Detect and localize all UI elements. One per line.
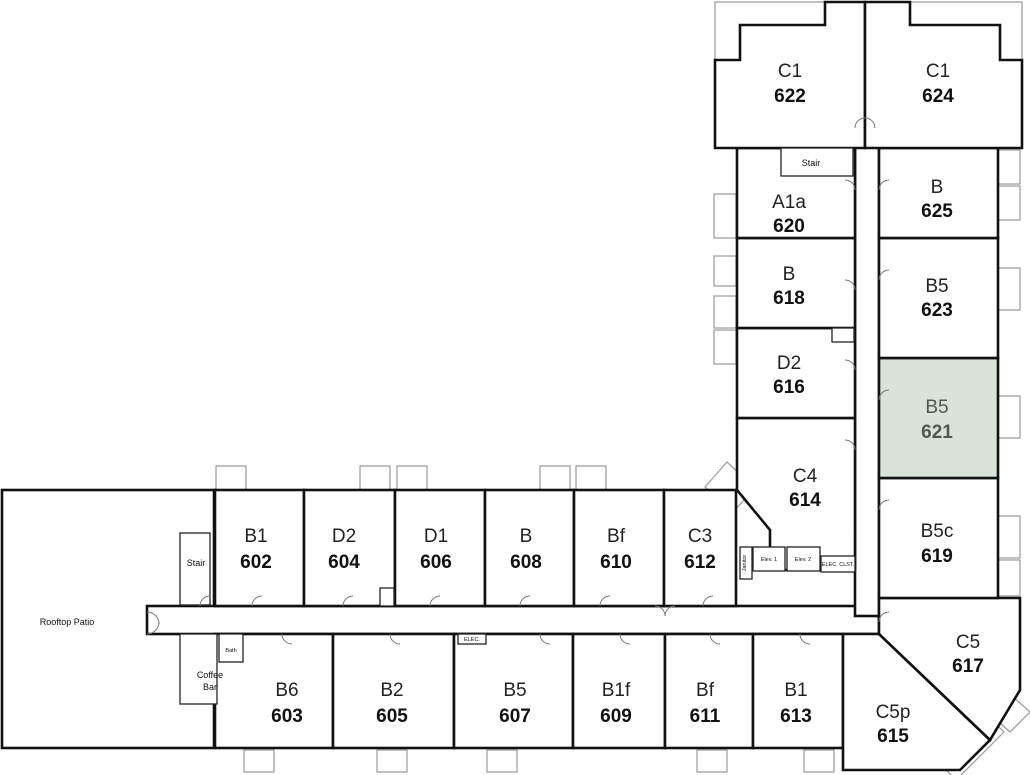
unit-625-room[interactable] [877, 146, 1000, 240]
unit-621-room[interactable] [877, 356, 1000, 480]
unit-611-room[interactable] [663, 632, 755, 750]
unit-618-type: B [783, 264, 796, 285]
unit-605-type: B2 [380, 680, 403, 701]
unit-604-room[interactable] [302, 488, 397, 608]
coffee-bar-room [179, 633, 218, 705]
unit-622-number: 622 [774, 86, 806, 107]
elec-room [457, 633, 487, 645]
unit-622-type: C1 [778, 61, 802, 82]
unit-620-type: A1a [772, 192, 806, 213]
shaft [379, 587, 395, 607]
bath-room [218, 633, 244, 663]
unit-625-number: 625 [921, 201, 953, 222]
unit-623-type: B5 [925, 276, 948, 297]
unit-611-type: Bf [696, 680, 715, 701]
unit-605-room[interactable] [331, 632, 456, 750]
unit-609-type: B1f [602, 680, 631, 701]
unit-619-number: 619 [921, 546, 953, 567]
unit-606-room[interactable] [393, 488, 487, 608]
unit-618-number: 618 [773, 288, 805, 309]
unit-624-number: 624 [922, 86, 954, 107]
unit-610-room[interactable] [572, 488, 666, 608]
unit-606-number: 606 [420, 552, 452, 573]
unit-606-type: D1 [424, 526, 448, 547]
unit-612-number: 612 [684, 552, 716, 573]
unit-616-type: D2 [777, 353, 801, 374]
unit-614-type: C4 [793, 466, 818, 487]
unit-623-number: 623 [921, 300, 953, 321]
elev-2-label: Elev. 2 [795, 557, 811, 563]
janitor-label: Janitor [742, 555, 748, 572]
unit-602-number: 602 [240, 552, 272, 573]
janitor-closet [739, 546, 753, 580]
rooftop-patio-label: Rooftop Patio [40, 617, 95, 627]
stair-west [179, 532, 211, 606]
unit-605-number: 605 [376, 706, 408, 727]
unit-607-type: B5 [503, 680, 526, 701]
unit-613-number: 613 [780, 706, 812, 727]
unit-615-room[interactable] [841, 632, 992, 772]
unit-608-type: B [520, 526, 533, 547]
elevator-2[interactable] [786, 546, 821, 572]
unit-609-number: 609 [600, 706, 632, 727]
unit-616-number: 616 [773, 377, 805, 398]
coffee-bar-label-2: Bar [203, 682, 217, 692]
unit-608-room[interactable] [483, 488, 576, 608]
unit-624-type: C1 [926, 61, 950, 82]
unit-615-number: 615 [877, 726, 909, 747]
unit-613-type: B1 [784, 680, 807, 701]
unit-604-number: 604 [328, 552, 360, 573]
unit-603-number: 603 [271, 706, 303, 727]
doors [146, 117, 890, 645]
unit-625-type: B [931, 177, 944, 198]
unit-612-type: C3 [688, 526, 712, 547]
stair-north-label: Stair [802, 158, 821, 168]
unit-621-type: B5 [925, 397, 948, 418]
unit-610-number: 610 [600, 552, 632, 573]
unit-604-type: D2 [332, 526, 356, 547]
unit-602-room[interactable] [213, 488, 306, 608]
elec-label: ELEC. [464, 637, 480, 643]
elev-1-label: Elev. 1 [761, 557, 777, 563]
unit-613-room[interactable] [751, 632, 845, 750]
stair-north [780, 147, 854, 177]
unit-610-type: Bf [607, 526, 626, 547]
shaft-north [831, 327, 855, 343]
unit-617-type: C5 [956, 632, 980, 653]
unit-624-room[interactable] [863, 0, 1024, 150]
unit-614-number: 614 [789, 490, 821, 511]
unit-615-type: C5p [876, 702, 911, 723]
unit-622-room[interactable] [713, 0, 867, 150]
unit-619-room[interactable] [877, 476, 1000, 600]
unit-608-number: 608 [510, 552, 542, 573]
unit-623-room[interactable] [877, 236, 1000, 360]
unit-619-type: B5c [921, 521, 954, 542]
bath-label: Bath [225, 648, 236, 654]
unit-618-room[interactable] [735, 236, 857, 330]
coffee-bar-label-1: Coffee [197, 670, 223, 680]
unit-617-number: 617 [952, 656, 984, 677]
unit-612-room[interactable] [662, 488, 738, 608]
unit-602-type: B1 [244, 526, 267, 547]
unit-621-number: 621 [921, 422, 953, 443]
elec-closet [820, 555, 856, 573]
elec-closet-label: ELEC. CLST. [822, 562, 855, 568]
unit-607-number: 607 [499, 706, 531, 727]
unit-611-number: 611 [690, 706, 721, 727]
unit-620-number: 620 [773, 216, 805, 237]
elevator-1[interactable] [752, 546, 786, 572]
unit-603-type: B6 [275, 680, 298, 701]
stair-west-label: Stair [187, 558, 206, 568]
